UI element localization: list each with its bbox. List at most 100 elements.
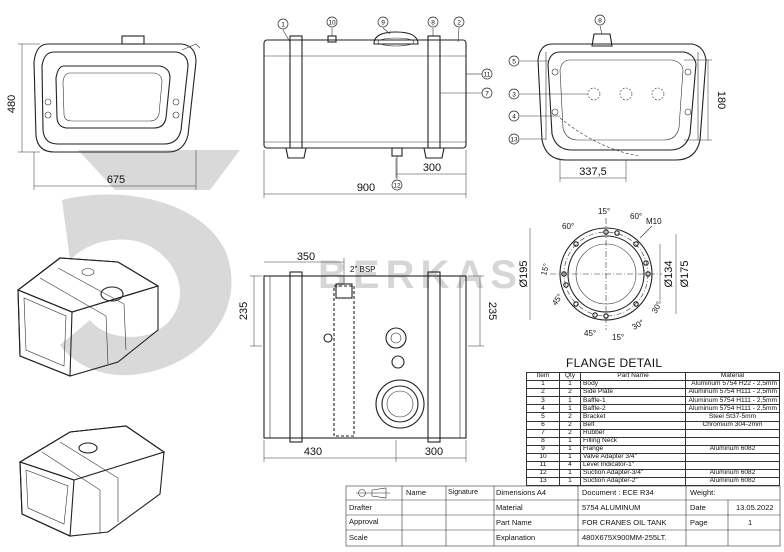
tb-page-label: Page bbox=[690, 518, 708, 527]
balloon-8: 8 bbox=[431, 20, 435, 27]
dim-235-right: 235 bbox=[486, 302, 498, 320]
cell-material: Aluminum 5754 H111 - 2,5mm bbox=[685, 396, 780, 406]
cell-item: 8 bbox=[526, 436, 560, 446]
cell-part-name: Suction Adapter-3/4" bbox=[580, 469, 686, 479]
cell-part-name: Flange bbox=[580, 444, 686, 454]
angle-30-bottom: 30° bbox=[631, 318, 646, 332]
label-m10: M10 bbox=[646, 217, 662, 226]
cell-material: Aluminum 6082 bbox=[685, 469, 780, 479]
side-view: 480 675 bbox=[6, 35, 201, 190]
tb-scale: Scale bbox=[349, 533, 368, 542]
flange-detail-title: FLANGE DETAIL bbox=[566, 356, 663, 370]
tb-dimensions: Dimensions A4 bbox=[496, 488, 547, 497]
tb-name: Name bbox=[406, 488, 427, 497]
angle-15-left: 15° bbox=[539, 262, 551, 276]
cell-item: 13 bbox=[526, 477, 560, 487]
cell-item: 11 bbox=[526, 461, 560, 471]
balloon-11: 11 bbox=[484, 72, 491, 79]
header-material: Material bbox=[685, 371, 780, 382]
balloon-1: 1 bbox=[281, 22, 285, 29]
tb-weight: Weight: bbox=[690, 488, 716, 497]
tb-approval: Approval bbox=[349, 517, 379, 526]
cell-qty: 1 bbox=[559, 436, 581, 446]
cell-material: Steel St37-5mm bbox=[685, 412, 780, 422]
cell-qty: 4 bbox=[559, 461, 581, 471]
cell-item: 1 bbox=[526, 380, 560, 390]
cell-qty: 1 bbox=[559, 444, 581, 454]
iso-view-bottom bbox=[18, 425, 166, 537]
tb-date-label: Date bbox=[690, 503, 706, 512]
dim-front-300: 300 bbox=[423, 162, 441, 174]
cell-item: 2 bbox=[526, 388, 560, 398]
balloon-r8: 8 bbox=[598, 18, 602, 25]
cell-item: 4 bbox=[526, 404, 560, 414]
dim-plan-300: 300 bbox=[425, 446, 443, 458]
watermark: BERKAS bbox=[60, 150, 517, 376]
cell-qty: 2 bbox=[559, 428, 581, 438]
cell-material bbox=[685, 428, 780, 438]
cell-material bbox=[685, 461, 780, 471]
balloon-12: 12 bbox=[393, 183, 401, 190]
flange-detail: Ø195 Ø175 Ø134 M10 15° 60° 60° 15° 45° 4… bbox=[518, 207, 691, 342]
cell-part-name: Baffle-1 bbox=[580, 396, 686, 406]
angle-15-top: 15° bbox=[598, 207, 610, 216]
dim-dia-175: Ø175 bbox=[679, 261, 691, 288]
dim-900: 900 bbox=[357, 182, 375, 194]
balloon-r5: 5 bbox=[512, 59, 516, 66]
cell-material bbox=[685, 436, 780, 446]
tb-material-label: Material bbox=[496, 503, 523, 512]
flange-bolt-holes bbox=[561, 229, 651, 319]
tb-document: Document : ECE R34 bbox=[582, 488, 654, 497]
parts-table-header: Item Qty Part Name Material bbox=[526, 371, 780, 382]
balloon-2: 2 bbox=[457, 20, 461, 27]
dim-430: 430 bbox=[304, 446, 322, 458]
cell-part-name: Belt bbox=[580, 420, 686, 430]
cell-qty: 1 bbox=[559, 469, 581, 479]
dim-dia-195: Ø195 bbox=[518, 261, 530, 288]
cell-material: Aluminum 6082 bbox=[685, 477, 780, 487]
angle-15-bottom: 15° bbox=[612, 333, 624, 342]
cell-material: Aluminum 6082 bbox=[685, 444, 780, 454]
cell-qty: 1 bbox=[559, 477, 581, 487]
cell-part-name: Side Plate bbox=[580, 388, 686, 398]
balloon-r13: 13 bbox=[510, 137, 518, 144]
cell-item: 10 bbox=[526, 452, 560, 463]
angle-45-bottom: 45° bbox=[584, 329, 596, 338]
balloon-10: 10 bbox=[328, 20, 336, 27]
angle-45-left: 45° bbox=[550, 292, 564, 307]
angle-60-left: 60° bbox=[562, 222, 574, 231]
cell-part-name: Level Indicator-1" bbox=[580, 461, 686, 471]
cell-part-name: Baffle-2 bbox=[580, 404, 686, 414]
angle-60-right: 60° bbox=[630, 212, 642, 221]
cell-material: Aluminum 5754 H111 - 2,5mm bbox=[685, 388, 780, 398]
cell-item: 3 bbox=[526, 396, 560, 406]
tb-date-value: 13.05.2022 bbox=[736, 503, 774, 512]
cell-qty: 1 bbox=[559, 404, 581, 414]
cell-item: 9 bbox=[526, 444, 560, 454]
plan-view: 350 2" BSP 235 235 430 300 bbox=[238, 251, 498, 462]
rear-view: 180 337,5 8 5 3 4 13 bbox=[508, 14, 727, 182]
tb-drafter: Drafter bbox=[349, 503, 372, 512]
cell-qty: 2 bbox=[559, 420, 581, 430]
label-2in-bsp: 2" BSP bbox=[350, 265, 376, 274]
cell-item: 5 bbox=[526, 412, 560, 422]
tb-part-name-label: Part Name bbox=[496, 518, 532, 527]
dim-337: 337,5 bbox=[579, 166, 607, 178]
cell-part-name: Body bbox=[580, 380, 686, 390]
dim-dia-134: Ø134 bbox=[663, 261, 675, 288]
cell-part-name: Bracket bbox=[580, 412, 686, 422]
cell-part-name: Suction Adapter-2" bbox=[580, 477, 686, 487]
iso-view-top bbox=[16, 257, 160, 377]
title-block: Name Signature Dimensions A4 Document : … bbox=[346, 486, 780, 546]
tb-material-value: 5754 ALUMINUM bbox=[582, 503, 641, 512]
